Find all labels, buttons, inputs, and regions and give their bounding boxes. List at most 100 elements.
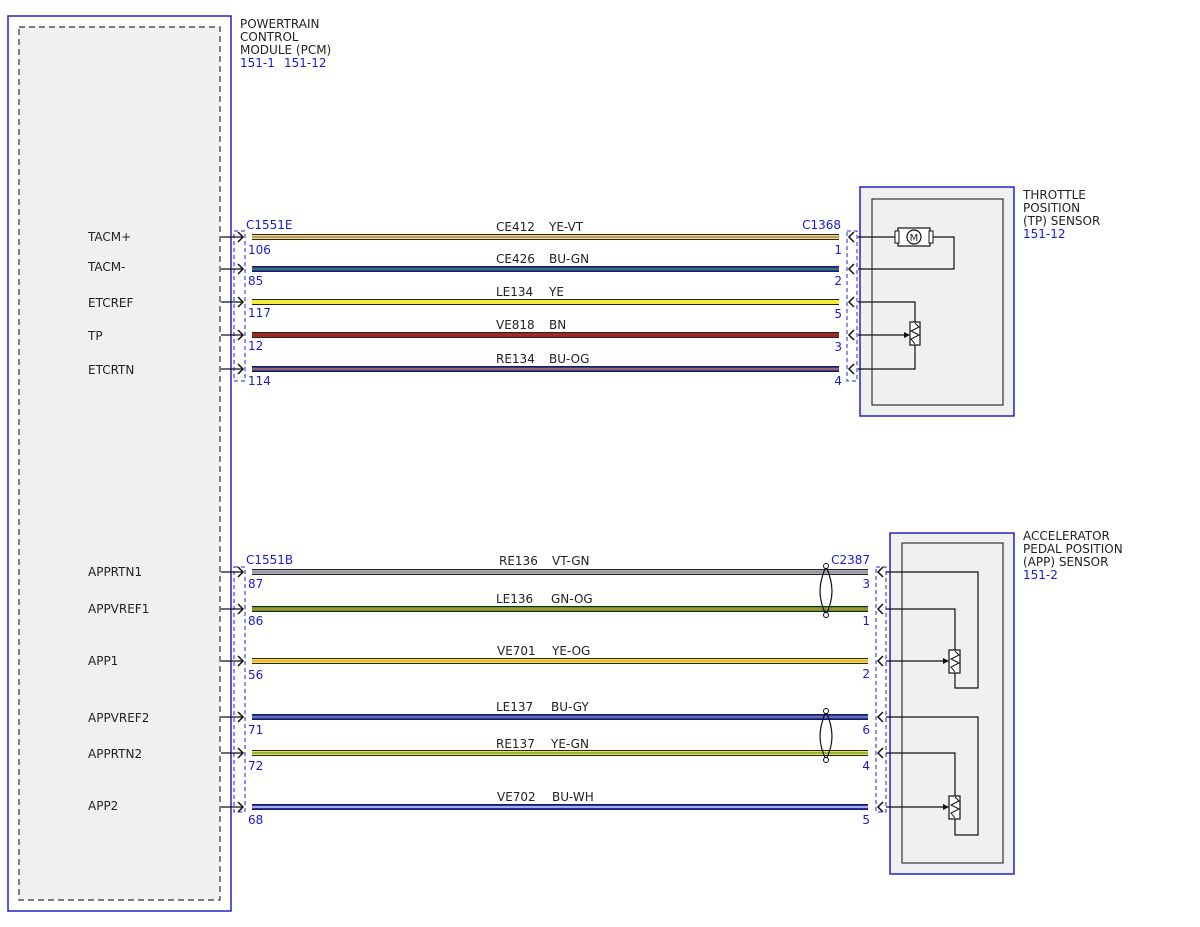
- wire-row: APPVREF1 LE136 GN-OG 86 1: [88, 592, 870, 628]
- connector-c2387-outline: [875, 566, 887, 813]
- wire-color-label: YE-OG: [551, 644, 590, 658]
- motor-cap-right: [928, 230, 934, 244]
- circuit-label: CE412: [496, 220, 535, 234]
- wire-graphics: [221, 231, 884, 813]
- pin-right: 1: [862, 614, 870, 628]
- wire-row: ETCRTN RE134 BU-OG 114 4: [88, 352, 842, 388]
- twist-strand-b: [825, 710, 833, 761]
- wire-base-color: [252, 300, 839, 304]
- pin-arrow-left: [237, 566, 245, 578]
- pcm-outline: [7, 15, 232, 912]
- pin-arrow-right: [847, 263, 855, 275]
- pin-arrow-left: [237, 231, 245, 243]
- pin-arrow-right: [876, 655, 884, 667]
- twist-strand-a: [819, 710, 827, 761]
- connector-c2387-label: C2387: [831, 553, 870, 567]
- wire-stripe-color: [252, 660, 868, 662]
- wire-color-label: BU-OG: [549, 352, 589, 366]
- circuit-label: RE136: [499, 554, 538, 568]
- twist-end-top: [823, 708, 829, 714]
- wire-stripe-color: [252, 716, 868, 718]
- wire-row: TACM+ CE412 YE-VT 106 1: [87, 220, 842, 257]
- pin-right: 4: [862, 759, 870, 773]
- wire-row: APPVREF2 LE137 BU-GY 71 6: [88, 700, 870, 737]
- tp-ref-wire: [858, 301, 916, 322]
- app2-ref-wire: [886, 716, 979, 836]
- signal-label: APP2: [88, 799, 118, 813]
- pcm-module: [7, 15, 232, 912]
- app-title-line2: PEDAL POSITION: [1023, 542, 1123, 556]
- connector-c1368-label: C1368: [802, 218, 841, 232]
- pin-left: 71: [248, 723, 263, 737]
- pin-right: 5: [862, 813, 870, 827]
- wire-row: APPRTN1 RE136 VT-GN 87 3: [88, 554, 870, 591]
- wire-stripe-color: [252, 268, 839, 270]
- app2-pot-resistor: [948, 795, 961, 820]
- wire-color-label: BU-GY: [551, 700, 589, 714]
- signal-label: APPVREF1: [88, 602, 149, 616]
- pin-left: 68: [248, 813, 263, 827]
- pin-left: 114: [248, 374, 271, 388]
- connector-c1551e-label: C1551E: [246, 218, 293, 232]
- signal-label: TP: [87, 329, 103, 343]
- circuit-label: RE134: [496, 352, 535, 366]
- tp-pot-zigzag: [909, 322, 921, 345]
- tp-title-line1: THROTTLE: [1022, 188, 1086, 202]
- pin-right: 2: [834, 274, 842, 288]
- circuit-label: RE137: [496, 737, 535, 751]
- app-title-line1: ACCELERATOR: [1023, 529, 1110, 543]
- wire-color-label: VT-GN: [552, 554, 589, 568]
- pin-right: 5: [834, 307, 842, 321]
- twist-end-top: [823, 563, 829, 569]
- signal-label: APP1: [88, 654, 118, 668]
- twist-end-bottom: [823, 757, 829, 763]
- pin-arrow-left: [237, 747, 245, 759]
- wire-color-label: YE-GN: [550, 737, 589, 751]
- circuit-label: CE426: [496, 252, 535, 266]
- app-title-line3: (APP) SENSOR: [1023, 555, 1108, 569]
- pcm-title: POWERTRAIN CONTROL MODULE (PCM) 151-1 15…: [240, 17, 331, 70]
- connector-c1551e-outline: [233, 230, 246, 382]
- tp-title-line3: (TP) SENSOR: [1023, 214, 1100, 228]
- wire-color-label: BN: [549, 318, 566, 332]
- signal-label: TACM+: [87, 230, 131, 244]
- motor-icon: [906, 229, 922, 245]
- twist-strand-b: [825, 565, 833, 616]
- wire-row: APP2 VE702 BU-WH 68 5: [88, 790, 870, 827]
- app-sensor: [886, 532, 1015, 875]
- wire-color-label: GN-OG: [551, 592, 593, 606]
- signal-label: ETCREF: [88, 296, 134, 310]
- pin-right: 3: [862, 577, 870, 591]
- pin-arrow-right: [847, 363, 855, 375]
- pcm-title-line2: CONTROL: [240, 30, 299, 44]
- wire-color-label: YE: [548, 285, 564, 299]
- app1-wiper-arrow: [943, 658, 949, 664]
- signal-label: TACM-: [87, 260, 125, 274]
- connector-c1368-outline: [846, 230, 858, 382]
- pin-left: 87: [248, 577, 263, 591]
- circuit-label: LE136: [496, 592, 533, 606]
- tp-ref: 151-12: [1023, 227, 1066, 241]
- app1-ref-wire: [886, 608, 956, 650]
- pin-arrow-left: [237, 263, 245, 275]
- circuit-label: LE134: [496, 285, 533, 299]
- signal-label: APPVREF2: [88, 711, 149, 725]
- signal-label: APPRTN1: [88, 565, 142, 579]
- pin-arrow-left: [237, 296, 245, 308]
- wire-stripe-color: [252, 368, 839, 370]
- wire-stripe-color: [252, 806, 868, 808]
- signal-label: APPRTN2: [88, 747, 142, 761]
- pin-arrow-left: [237, 329, 245, 341]
- twist-strand-a: [819, 565, 827, 616]
- app-sensor-title: ACCELERATOR PEDAL POSITION (APP) SENSOR …: [1023, 529, 1123, 582]
- circuit-label: VE818: [496, 318, 535, 332]
- connector-c1551b-outline: [233, 566, 246, 813]
- pin-arrow-right: [847, 329, 855, 341]
- connector-c1551b-label: C1551B: [246, 553, 293, 567]
- pin-left: 56: [248, 668, 263, 682]
- tp-sensor: M: [858, 186, 1015, 417]
- pin-arrow-right: [847, 231, 855, 243]
- pin-arrow-right: [876, 603, 884, 615]
- pin-right: 3: [834, 340, 842, 354]
- group1-wires: TACM+ CE412 YE-VT 106 1 TACM- CE426 BU-G…: [87, 220, 842, 388]
